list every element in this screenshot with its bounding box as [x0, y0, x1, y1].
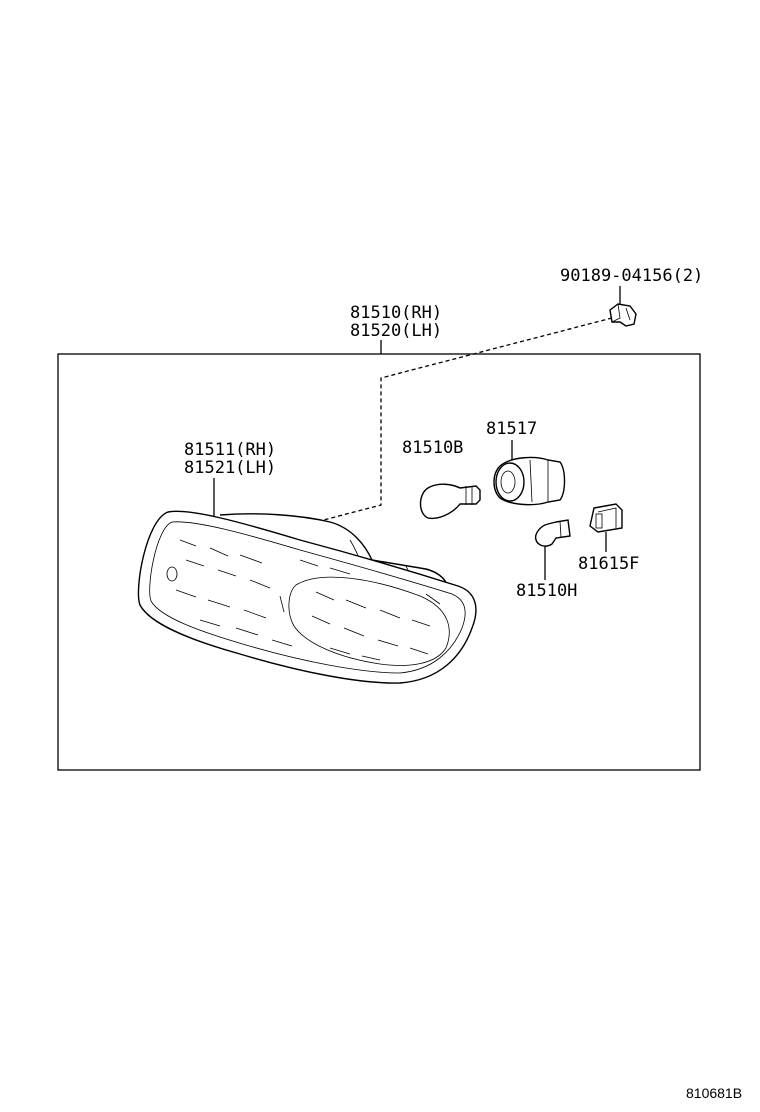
- socket-f-drawing: [589, 503, 623, 533]
- clip-part-label: 90189-04156(2): [560, 266, 703, 286]
- bulb-b-drawing: [419, 483, 481, 520]
- clip-mounting-dashed-line: [311, 317, 613, 524]
- clip-drawing: [609, 303, 637, 327]
- lamp-assy-rh-label: 81510(RH): [350, 303, 442, 323]
- bulb-h-drawing: [534, 519, 571, 547]
- lens-rh-label: 81511(RH): [184, 440, 276, 460]
- lamp-lens-drawing: [137, 510, 477, 684]
- lamp-assy-lh-label: 81520(LH): [350, 321, 442, 341]
- socket-label: 81517: [486, 419, 537, 439]
- bulb-b-label: 81510B: [402, 438, 463, 458]
- assembly-frame: [57, 353, 701, 771]
- figure-reference: 810681B: [686, 1085, 742, 1101]
- socket-f-label: 81615F: [578, 554, 639, 574]
- bulb-h-label: 81510H: [516, 581, 577, 601]
- lens-lh-label: 81521(LH): [184, 458, 276, 478]
- socket-drawing: [493, 456, 566, 506]
